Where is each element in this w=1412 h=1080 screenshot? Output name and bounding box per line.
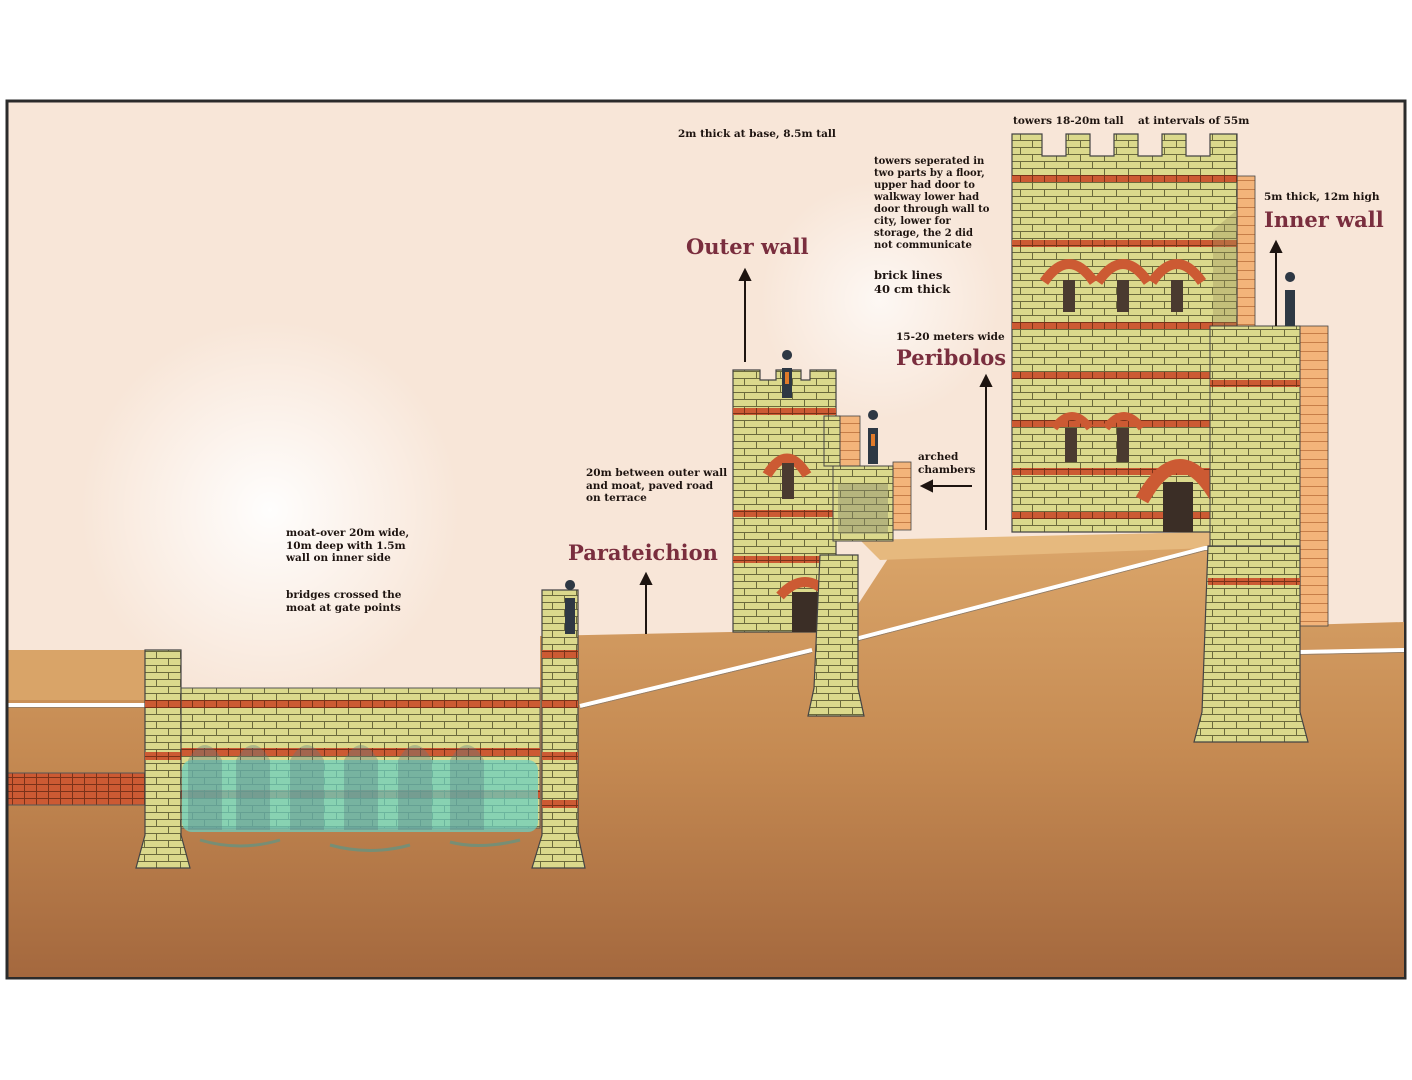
note-outer-wall-dims: 2m thick at base, 8.5m tall	[678, 128, 836, 140]
note-bridges: bridges crossed the moat at gate points	[286, 589, 402, 614]
peribolos-terrace	[860, 532, 1210, 560]
inner-wall-tower	[1011, 133, 1329, 743]
note-tower-floors: towers seperated in two parts by a floor…	[874, 156, 990, 251]
sun-glow-2	[760, 180, 1000, 420]
ground	[8, 532, 1404, 977]
moat-water	[182, 760, 538, 832]
heading-outer-wall: Outer wall	[686, 234, 809, 259]
note-peribolos-width: 15-20 meters wide	[896, 331, 1005, 343]
note-brick-lines: brick lines 40 cm thick	[874, 268, 951, 296]
heading-parateichion: Parateichion	[568, 540, 718, 565]
heading-peribolos: Peribolos	[896, 345, 1007, 370]
ground-left-hill	[8, 650, 145, 700]
note-parateichion: 20m between outer wall and moat, paved r…	[586, 467, 728, 504]
annotation-arrows	[639, 239, 1283, 634]
note-moat: moat-over 20m wide, 10m deep with 1.5m w…	[286, 527, 410, 564]
sun-glow	[80, 320, 460, 700]
note-arched-chambers: arched chambers	[918, 451, 976, 476]
outer-wall-tower	[732, 369, 912, 717]
note-inner-wall-dims: 5m thick, 12m high	[1264, 191, 1380, 203]
bridge	[8, 773, 146, 805]
heading-inner-wall: Inner wall	[1264, 207, 1384, 232]
note-tower-interval: at intervals of 55m	[1138, 115, 1250, 127]
note-tower-height: towers 18-20m tall	[1013, 115, 1124, 127]
moat-pillar-right	[531, 589, 586, 869]
